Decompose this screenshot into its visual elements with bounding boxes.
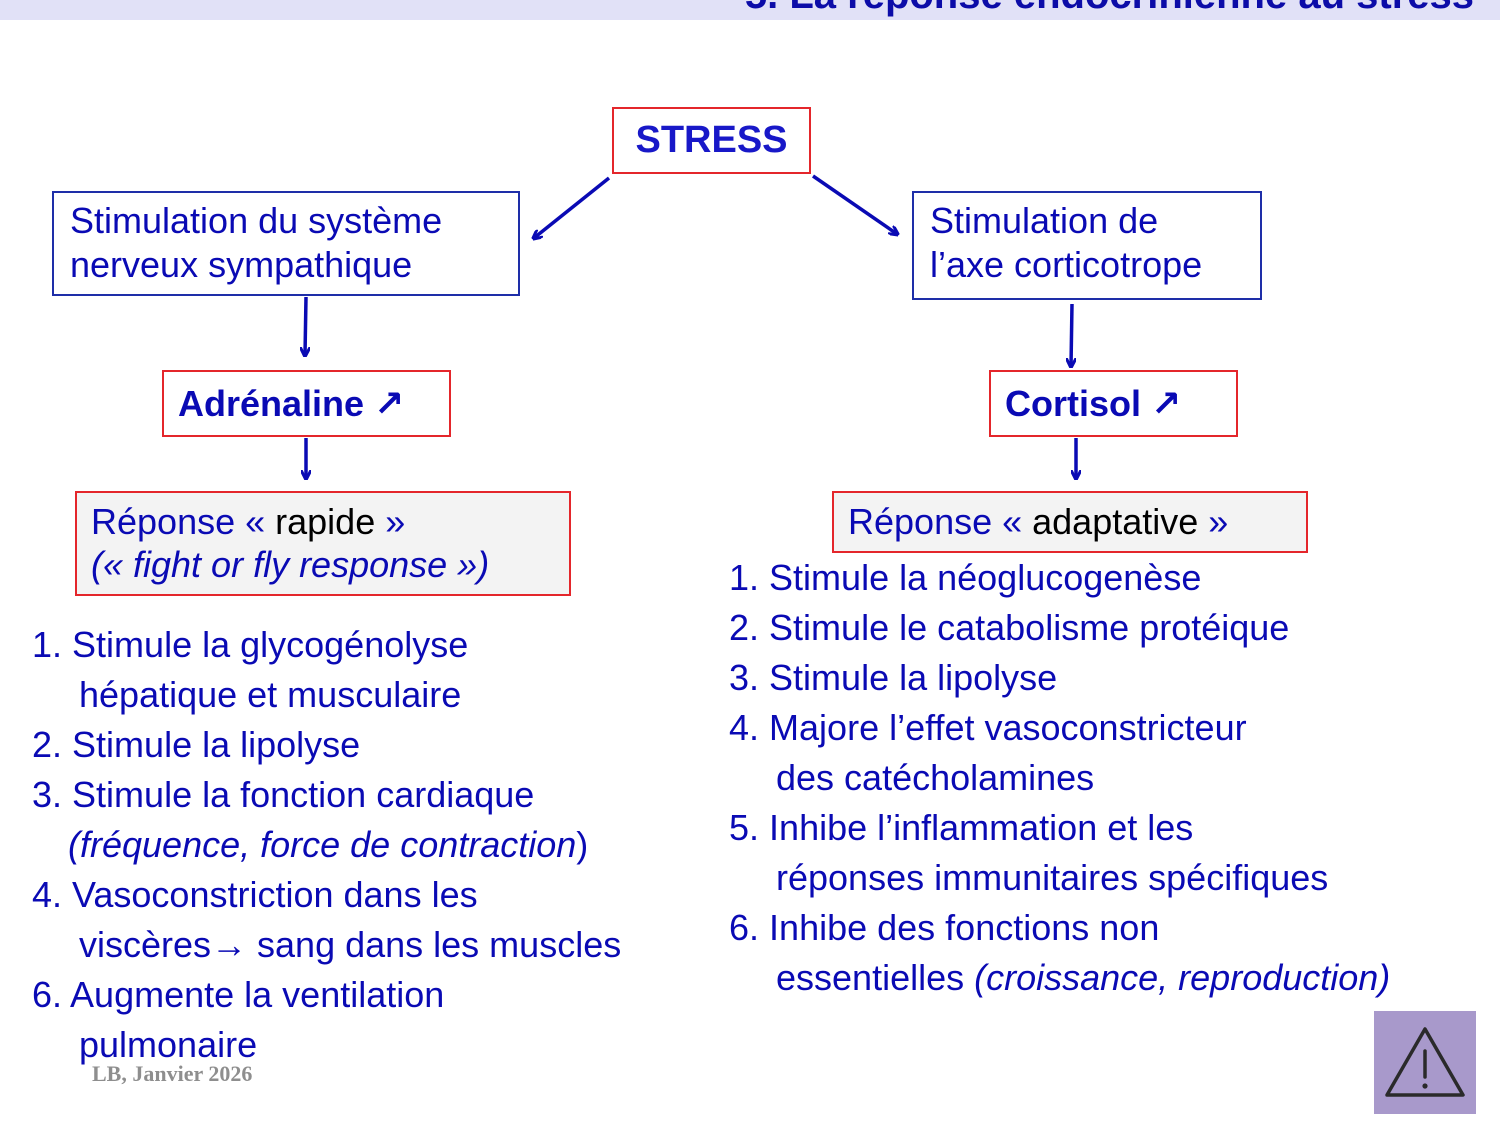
resp-right-prefix: Réponse « <box>848 501 1033 542</box>
list-item: (fréquence, force de contraction) <box>32 820 732 870</box>
cortisol-label: Cortisol ↗ <box>1005 382 1182 424</box>
item-text: Stimule la fonction cardiaque <box>72 774 535 815</box>
item-number: 3. <box>729 657 760 698</box>
item-text: Vasoconstriction dans les <box>72 874 478 915</box>
corticotrope-stimulation-box: Stimulation de l’axe corticotrope <box>912 191 1262 300</box>
item-text: Stimule la glycogénolyse <box>72 624 469 665</box>
list-item: 6. Augmente la ventilation <box>32 970 732 1020</box>
arrow-stim-to-adrenaline <box>305 296 306 355</box>
item-number: 4. <box>32 874 63 915</box>
list-item: 4. Vasoconstriction dans les <box>32 870 732 920</box>
cortisol-effects-list: 1. Stimule la néoglucogenèse 2. Stimule … <box>729 553 1499 1003</box>
item-number: 1. <box>729 557 760 598</box>
list-item: pulmonaire <box>32 1020 732 1070</box>
list-item: 3. Stimule la fonction cardiaque <box>32 770 732 820</box>
item-number: 1. <box>32 624 63 665</box>
rapid-response-subtitle: (« fight or fly response ») <box>91 544 490 585</box>
adrenaline-box: Adrénaline ↗ <box>162 370 451 437</box>
resp-left-suffix: » <box>375 501 406 542</box>
footer-credit: LB, Janvier 2026 <box>92 1061 253 1086</box>
slide-title: 5. La réponse endocrinienne au stress <box>745 0 1474 18</box>
rapid-response-title: Réponse « rapide » <box>91 500 569 543</box>
item-text: hépatique et musculaire <box>79 674 462 715</box>
item-text: essentielles <box>776 957 975 998</box>
header-band: 5. La réponse endocrinienne au stress <box>0 0 1500 20</box>
list-item: 1. Stimule la glycogénolyse <box>32 620 732 670</box>
list-item: 4. Majore l’effet vasoconstricteur <box>729 703 1499 753</box>
adrenaline-effects-list: 1. Stimule la glycogénolyse hépatique et… <box>32 620 732 1070</box>
sympathetic-stimulation-box: Stimulation du système nerveux sympathiq… <box>52 191 520 296</box>
list-item: 2. Stimule la lipolyse <box>32 720 732 770</box>
stim-right-line-2: l’axe corticotrope <box>930 244 1203 285</box>
adaptive-response-box: Réponse « adaptative » <box>832 491 1308 553</box>
item-text: des catécholamines <box>776 757 1095 798</box>
resp-right-suffix: » <box>1198 501 1229 542</box>
item-text: Stimule la néoglucogenèse <box>769 557 1202 598</box>
stress-box: STRESS <box>612 107 811 174</box>
item-number: 4. <box>729 707 760 748</box>
item-number: 6. <box>32 974 63 1015</box>
list-item: 3. Stimule la lipolyse <box>729 653 1499 703</box>
warning-triangle-icon <box>1385 1027 1465 1097</box>
list-item: 1. Stimule la néoglucogenèse <box>729 553 1499 603</box>
list-item: 5. Inhibe l’inflammation et les <box>729 803 1499 853</box>
warning-button[interactable] <box>1374 1011 1476 1114</box>
list-item: hépatique et musculaire <box>32 670 732 720</box>
stim-left-line-1: Stimulation du système <box>70 200 443 241</box>
arrow-stress-to-left <box>534 176 611 238</box>
item-text: Inhibe des fonctions non <box>769 907 1160 948</box>
item-text: Stimule la lipolyse <box>769 657 1058 698</box>
list-item: réponses immunitaires spécifiques <box>729 853 1499 903</box>
cortisol-box: Cortisol ↗ <box>989 370 1238 437</box>
item-text: Stimule le catabolisme protéique <box>769 607 1290 648</box>
adrenaline-label: Adrénaline ↗ <box>178 382 405 424</box>
list-item: viscères→ sang dans les muscles <box>32 920 732 970</box>
rapid-response-box: Réponse « rapide » (« fight or fly respo… <box>75 491 571 596</box>
item-number: 2. <box>729 607 760 648</box>
resp-left-word: rapide <box>275 501 376 542</box>
item-text: Augmente la ventilation <box>70 974 445 1015</box>
resp-left-prefix: Réponse « <box>91 501 276 542</box>
resp-right-word: adaptative <box>1032 501 1199 542</box>
list-item: essentielles (croissance, reproduction) <box>729 953 1499 1003</box>
item-text: (fréquence, force de contraction <box>68 824 577 865</box>
arrow-stress-to-right <box>812 174 897 234</box>
adaptive-response-title: Réponse « adaptative » <box>848 500 1306 543</box>
item-number: 3. <box>32 774 63 815</box>
item-text: Majore l’effet vasoconstricteur <box>769 707 1247 748</box>
stress-label: STRESS <box>635 119 788 161</box>
item-text: Inhibe l’inflammation et les <box>769 807 1194 848</box>
arrow-stim-to-cortisol <box>1071 303 1072 366</box>
item-text: réponses immunitaires spécifiques <box>776 857 1329 898</box>
item-number: 6. <box>729 907 760 948</box>
item-text: Stimule la lipolyse <box>72 724 361 765</box>
stim-left-line-2: nerveux sympathique <box>70 244 413 285</box>
item-number: 2. <box>32 724 63 765</box>
item-text: pulmonaire <box>79 1024 258 1065</box>
list-item: 6. Inhibe des fonctions non <box>729 903 1499 953</box>
stim-right-line-1: Stimulation de <box>930 200 1159 241</box>
item-number: 5. <box>729 807 760 848</box>
item-italic-text: (croissance, reproduction) <box>974 957 1391 998</box>
item-close-paren: ) <box>576 824 589 865</box>
list-item: des catécholamines <box>729 753 1499 803</box>
list-item: 2. Stimule le catabolisme protéique <box>729 603 1499 653</box>
item-text: viscères→ sang dans les muscles <box>79 924 622 965</box>
